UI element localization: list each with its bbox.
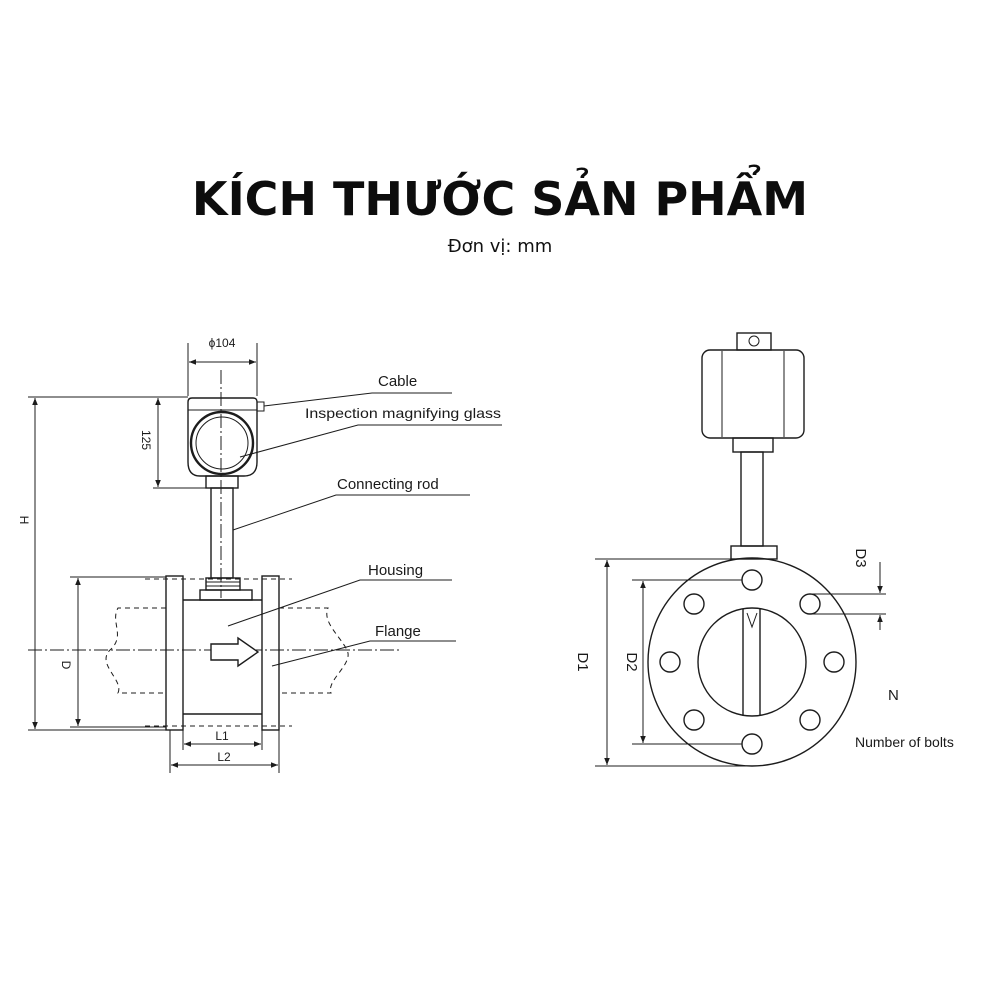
shedder-bar-tip <box>746 612 758 629</box>
inspection-glass-callout: Inspection magnifying glass <box>305 405 501 421</box>
left-flange <box>165 575 184 731</box>
housing-callout: Housing <box>368 562 423 579</box>
housing-leader-line <box>227 579 452 627</box>
inspection-glass-leader-line <box>239 424 502 458</box>
inspection-glass <box>195 416 249 470</box>
top-connector-hole <box>748 335 760 347</box>
flow-direction-arrow-icon <box>210 636 260 668</box>
bolt-count-label: Number of bolts <box>855 734 954 750</box>
unit-note: Đơn vị: mm <box>448 236 553 257</box>
bore-circle <box>697 607 807 717</box>
cable-connector <box>256 401 265 412</box>
cable-callout: Cable <box>378 373 417 390</box>
side-view: ϕ104 <box>17 336 502 773</box>
diameter-label: D <box>59 661 73 670</box>
connecting-rod-callout: Connecting rod <box>337 476 439 493</box>
bolt-hole <box>799 709 821 731</box>
bolt-hole <box>683 709 705 731</box>
converter-head <box>187 397 258 477</box>
bolt-hole <box>659 651 681 673</box>
l2-label: L2 <box>217 750 231 764</box>
bolt-hole <box>799 593 821 615</box>
connecting-rod-leader-line <box>232 494 470 531</box>
bolt-hole <box>683 593 705 615</box>
right-pipe-outline <box>279 607 349 694</box>
cable-leader-line <box>263 392 452 407</box>
inspection-glass-outer-ring <box>189 410 255 476</box>
front-view: D1 D2 D3 N Number of bolts <box>574 332 954 767</box>
d2-label: D2 <box>623 652 640 671</box>
head-height-label: 125 <box>139 430 153 450</box>
head-diameter-label: ϕ104 <box>209 336 236 350</box>
height-label: H <box>17 516 31 525</box>
bolt-count-symbol: N <box>888 687 899 704</box>
l1-label: L1 <box>215 729 229 743</box>
rod-base-plate <box>730 545 778 560</box>
bolt-hole <box>823 651 845 673</box>
right-flange <box>261 575 280 731</box>
left-pipe-outline <box>105 607 166 694</box>
flange-leader-line <box>271 640 456 667</box>
page-title: KÍCH THƯỚC SẢN PHẨM <box>192 164 808 226</box>
flange-callout: Flange <box>375 623 421 640</box>
d3-label: D3 <box>852 548 869 567</box>
d1-label: D1 <box>574 652 591 671</box>
